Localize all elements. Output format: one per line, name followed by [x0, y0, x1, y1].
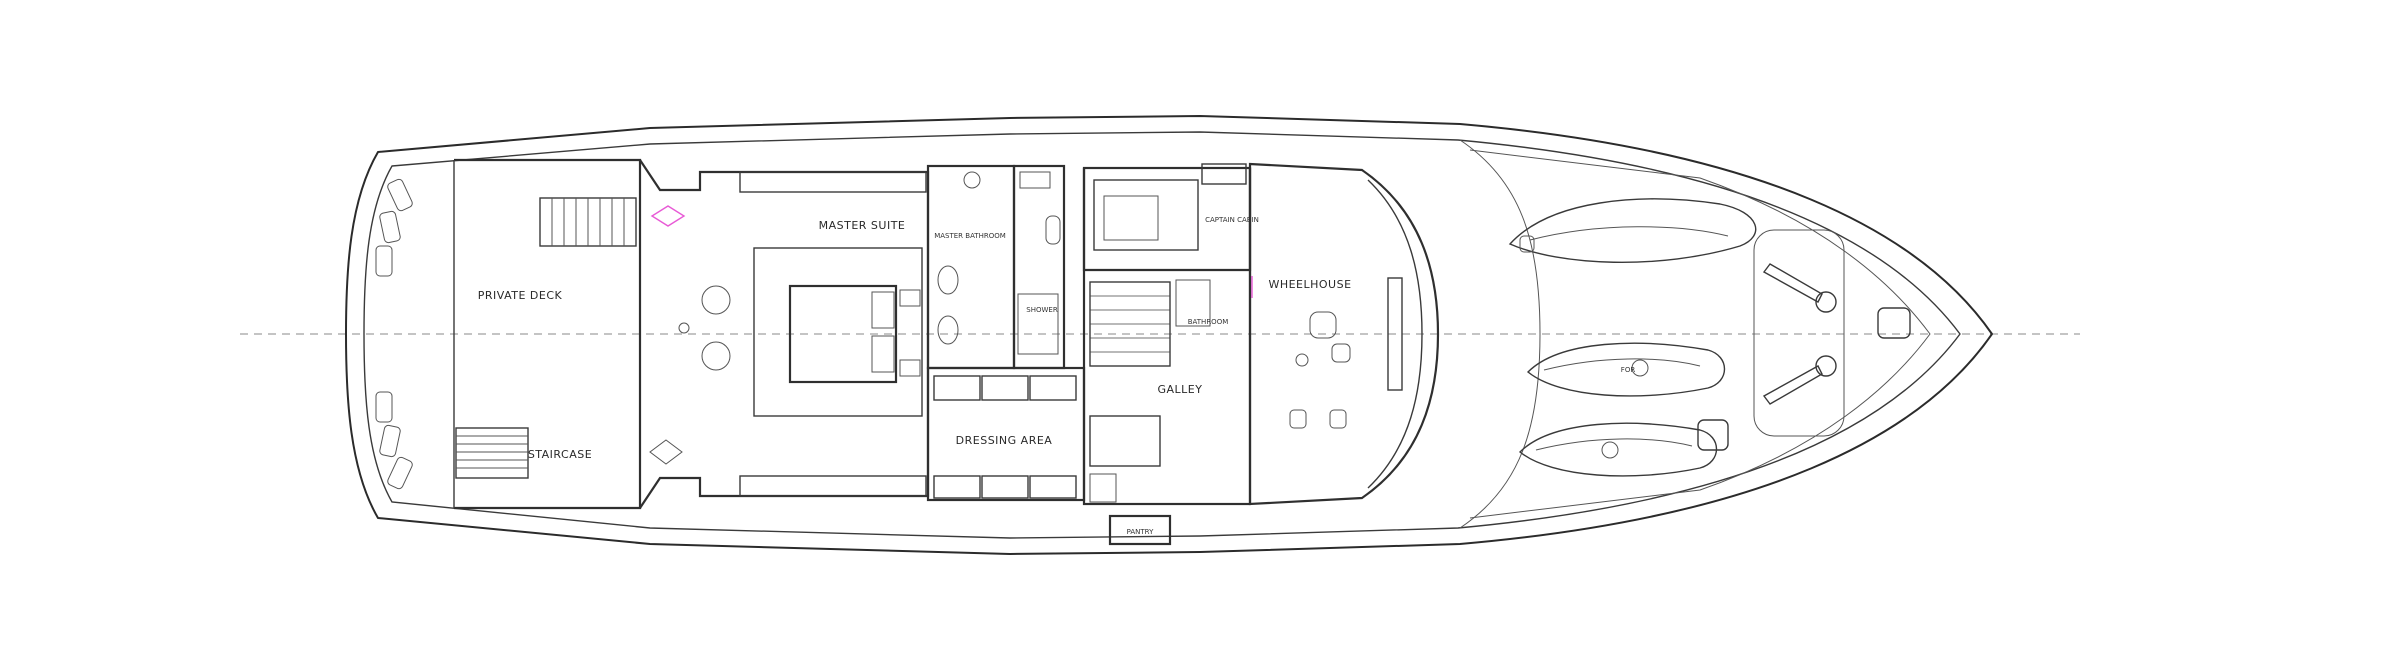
- dressing-area-label: DRESSING AREA: [956, 434, 1053, 447]
- shower-label: SHOWER: [1026, 306, 1058, 314]
- pantry-label: PANTRY: [1127, 528, 1154, 536]
- wheelhouse-area: WHEELHOUSE: [1248, 162, 1440, 506]
- captain-cabin-area: CAPTAIN CABIN: [1082, 163, 1259, 272]
- master-bathroom-label: MASTER BATHROOM: [934, 232, 1006, 240]
- master-suite-label: MASTER SUITE: [819, 219, 906, 232]
- captain-cabin-label: CAPTAIN CABIN: [1205, 216, 1259, 224]
- hull-outline: [345, 115, 1993, 555]
- pantry-area: PANTRY: [1108, 514, 1172, 546]
- master-bathroom-area: MASTER BATHROOM SHOWER: [926, 164, 1066, 370]
- tender-label: FOR: [1621, 366, 1636, 374]
- staircase-label: STAIRCASE: [528, 448, 592, 461]
- foredeck-area: FOR: [1508, 198, 1911, 477]
- private-deck-area: PRIVATE DECK STAIRCASE: [375, 158, 642, 510]
- galley-label: GALLEY: [1158, 383, 1203, 396]
- private-deck-label: PRIVATE DECK: [478, 289, 563, 302]
- dressing-area: DRESSING AREA: [926, 366, 1086, 502]
- wheelhouse-label: WHEELHOUSE: [1268, 278, 1351, 291]
- bathroom-label: BATHROOM: [1188, 318, 1229, 326]
